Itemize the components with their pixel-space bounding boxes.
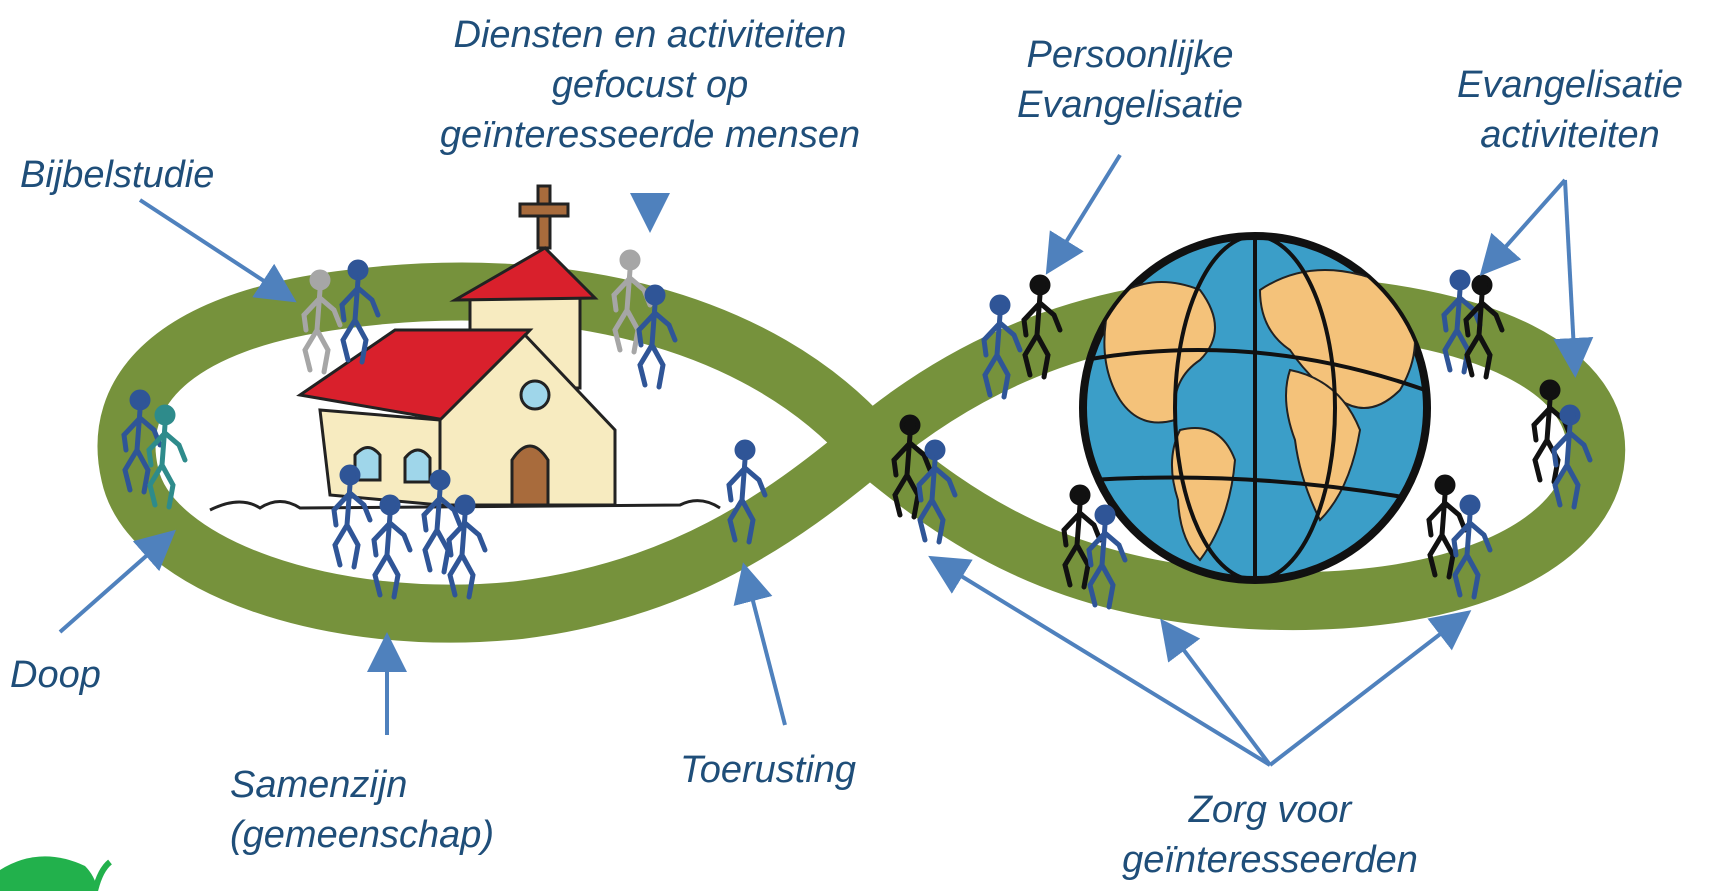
arrow-bijbelstudie — [138, 198, 297, 303]
church-icon — [209, 184, 721, 512]
label-bijbelstudie: Bijbelstudie — [20, 150, 214, 200]
label-doop: Doop — [10, 650, 101, 700]
walking-person-icon — [1451, 494, 1493, 600]
label-line: geïnteresseerden — [1122, 839, 1418, 881]
arrows — [58, 153, 1594, 767]
arrow-evangelisatie-1 — [1479, 178, 1567, 276]
walking-person-icon — [1551, 404, 1593, 510]
walking-person-icon — [916, 439, 958, 545]
label-line: activiteiten — [1480, 114, 1660, 156]
walking-person-icon — [1086, 504, 1128, 610]
arrow-persoonlijke — [1045, 153, 1122, 275]
globe-icon — [1079, 232, 1431, 584]
arrow-doop — [58, 529, 177, 634]
walking-person-icon — [331, 464, 373, 570]
label-line: geïnteresseerde mensen — [439, 114, 861, 156]
walking-person-icon — [726, 439, 768, 545]
label-line: Doop — [10, 654, 101, 696]
infinity-track — [97, 262, 1626, 643]
walking-person-icon — [371, 494, 413, 600]
arrow-evangelisatie-2 — [1553, 179, 1594, 378]
label-line: Evangelisatie — [1456, 64, 1684, 106]
arrow-toerusting — [733, 562, 787, 726]
walking-person-icon — [1021, 274, 1063, 380]
walking-person-icon — [301, 269, 343, 375]
label-line: Zorg voor — [1188, 789, 1352, 831]
walking-person-icon — [121, 389, 163, 495]
label-line: (gemeenschap) — [230, 814, 495, 856]
walking-person-icon — [446, 494, 488, 600]
walking-person-icon — [339, 259, 381, 365]
label-line: Toerusting — [680, 749, 857, 791]
label-persoonlijke: Persoonlijke Evangelisatie — [980, 30, 1280, 130]
walking-person-icon — [981, 294, 1023, 400]
walking-person-icon — [636, 284, 678, 390]
label-toerusting: Toerusting — [680, 745, 856, 795]
walking-person-icon — [1426, 474, 1468, 580]
walking-person-icon — [1531, 379, 1573, 485]
label-evangelisatie-activiteiten: Evangelisatie activiteiten — [1440, 60, 1700, 160]
arrow-zorg-3 — [1268, 610, 1472, 767]
walking-person-icon — [611, 249, 653, 355]
label-line: Diensten en activiteiten — [453, 14, 847, 56]
walking-person-icon — [1061, 484, 1103, 590]
logo-icon — [0, 856, 112, 891]
walking-person-icon — [1463, 274, 1505, 380]
arrow-zorg-1 — [928, 555, 1272, 767]
walking-person-icon — [146, 404, 188, 510]
label-line: Evangelisatie — [1016, 84, 1244, 126]
figures-group — [121, 249, 1593, 610]
label-line: Persoonlijke — [1026, 34, 1234, 76]
label-samenzijn: Samenzijn (gemeenschap) — [230, 760, 494, 860]
label-line: Samenzijn — [230, 764, 408, 806]
label-line: gefocust op — [551, 64, 749, 106]
arrow-zorg-2 — [1160, 618, 1272, 767]
label-diensten: Diensten en activiteiten gefocust op geï… — [405, 10, 895, 160]
label-zorg: Zorg voor geïnteresseerden — [1110, 785, 1430, 885]
label-line: Bijbelstudie — [20, 154, 215, 196]
